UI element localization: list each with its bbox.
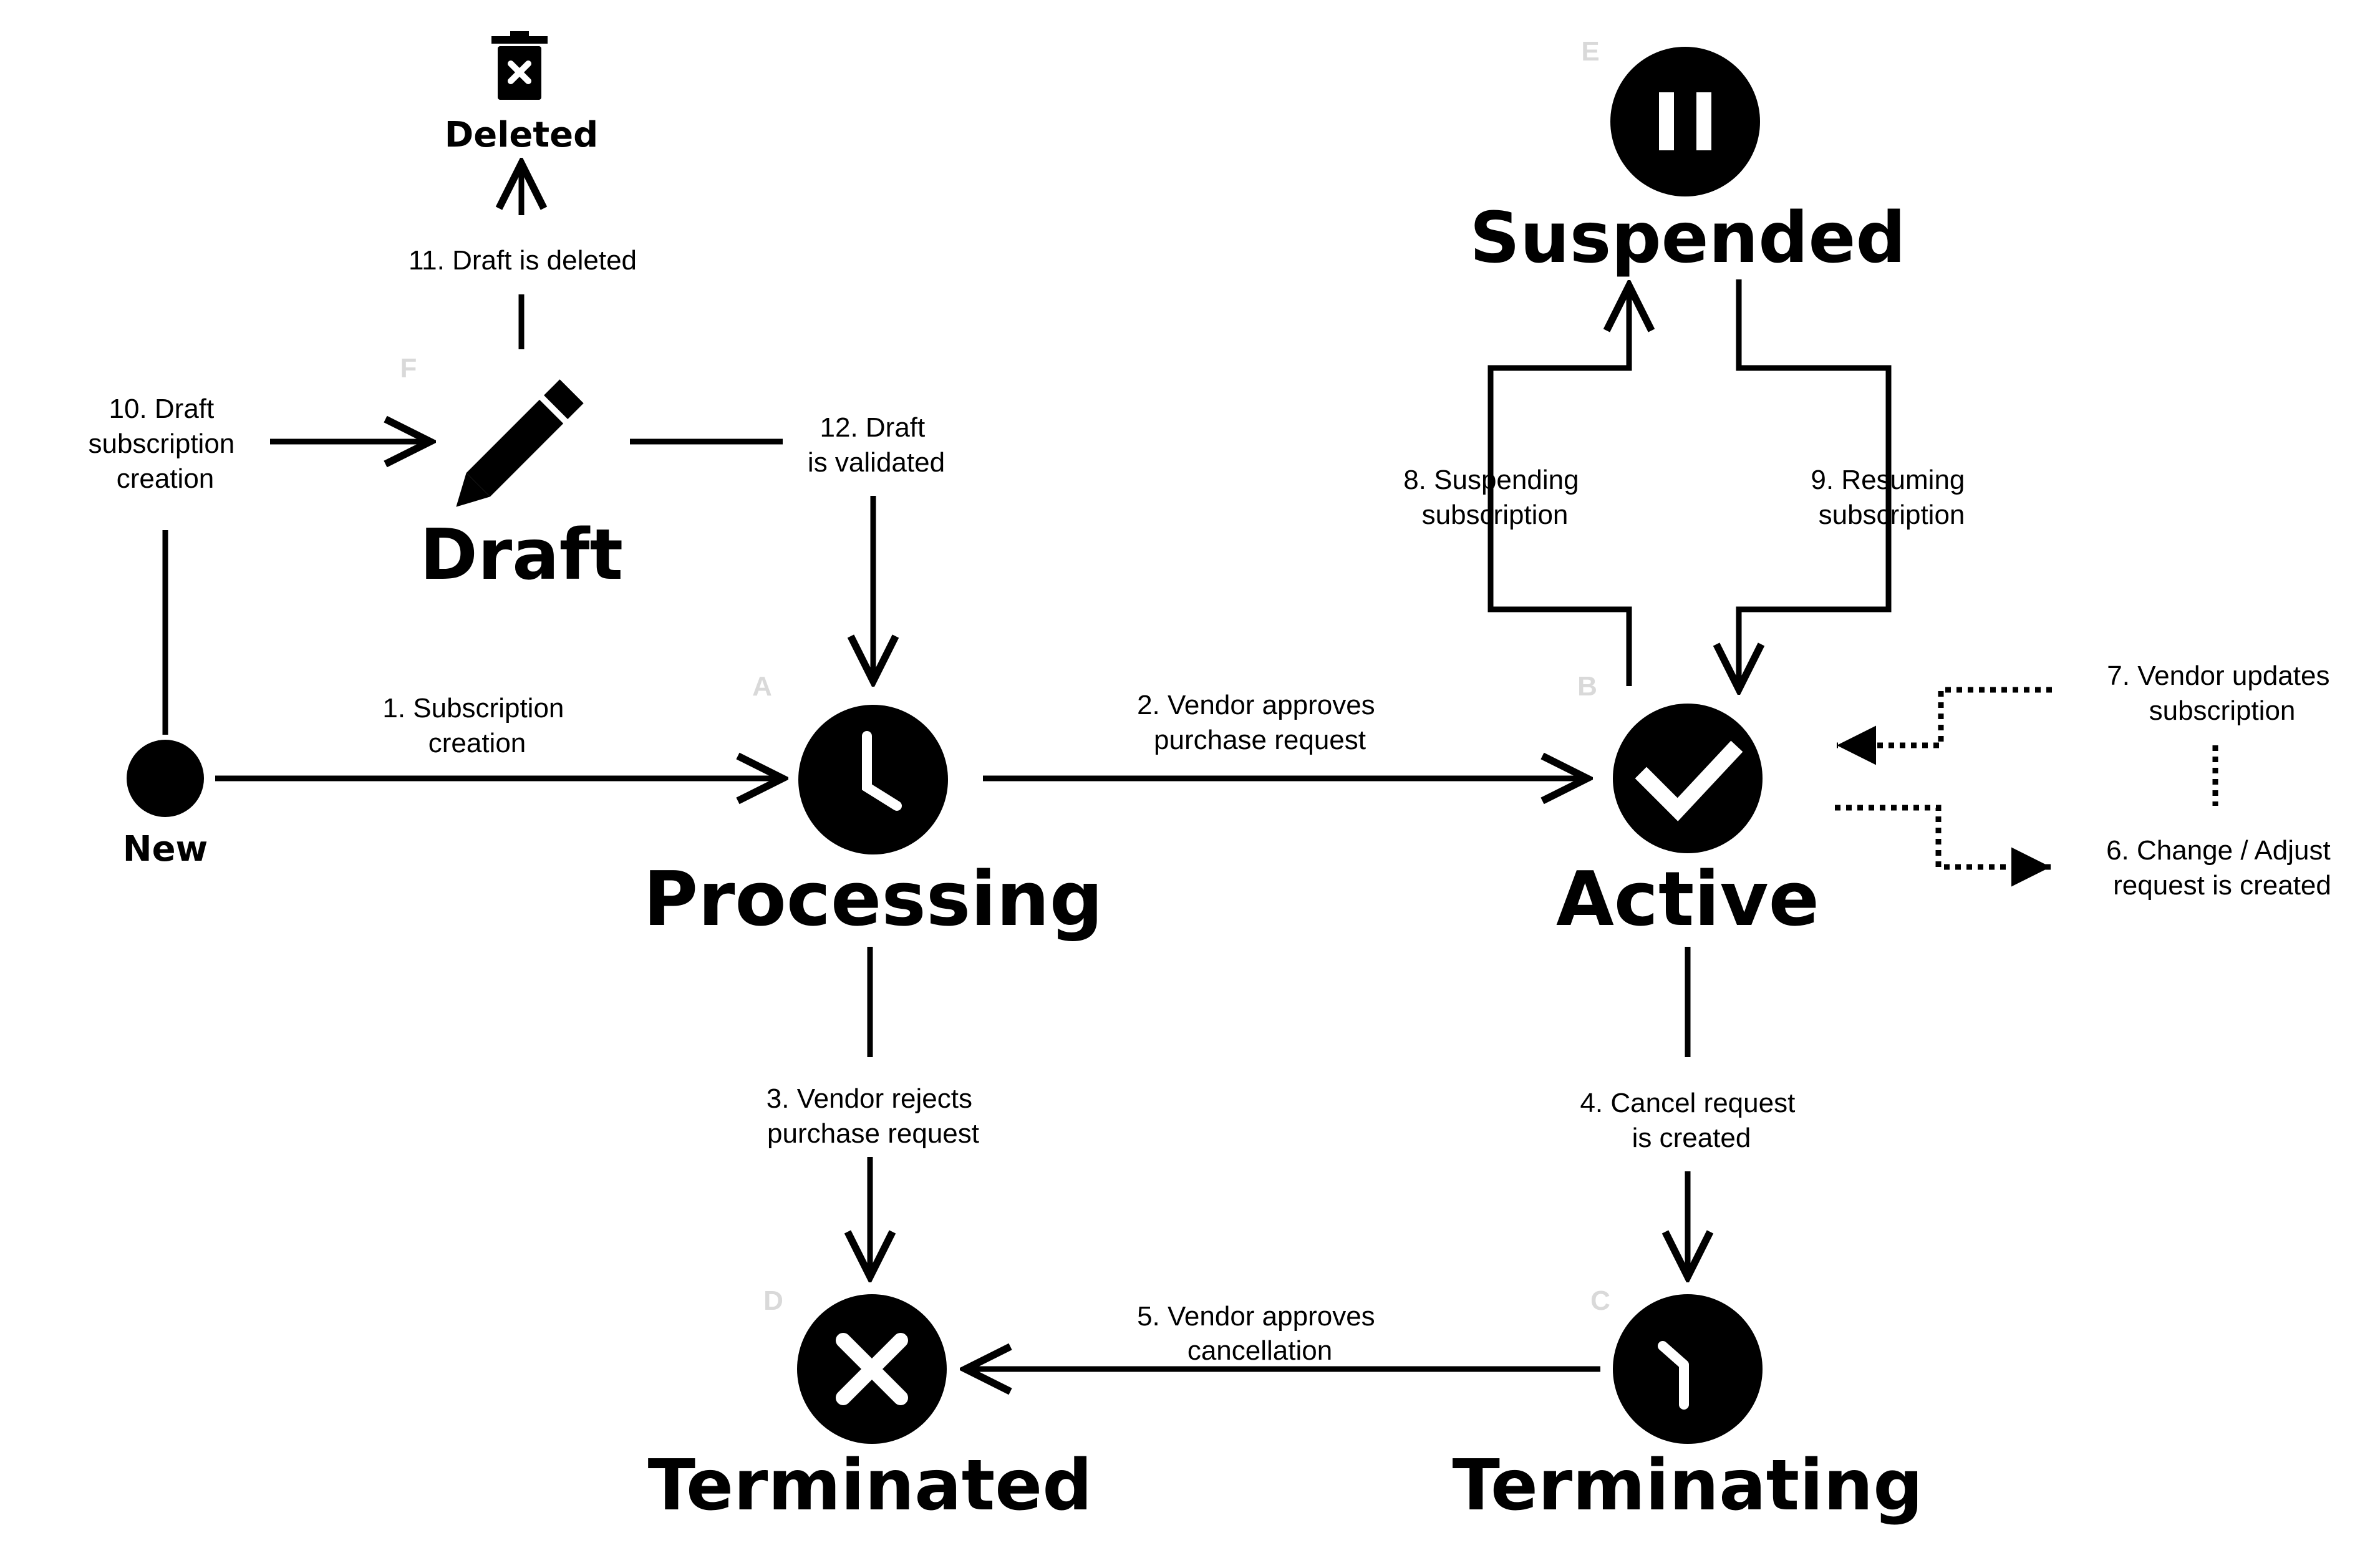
state-draft: F Draft [400,353,623,596]
edge-suspended-to-active [1739,279,1892,689]
processing-label: Processing [643,856,1103,943]
state-suspended: E Suspended [1469,36,1905,279]
trash-icon [491,31,548,100]
transition-3-label: 3. Vendor rejects purchase request [767,1083,980,1149]
transition-12-label: 12. Draft is validated [808,412,945,478]
active-letter: B [1577,671,1597,702]
state-processing: A Processing [643,671,1103,943]
transition-8-label: 8. Suspending subscription [1403,465,1587,530]
transition-6-label: 6. Change / Adjust request is created [2106,835,2338,901]
suspended-node [1610,47,1760,196]
transition-2-label: 2. Vendor approves purchase request [1137,690,1383,755]
transition-5-label: 5. Vendor approves cancellation [1137,1301,1383,1366]
state-new: New [123,740,208,869]
deleted-label: Deleted [445,115,598,155]
clock-icon [862,731,902,811]
transition-4-label: 4. Cancel request is created [1580,1088,1802,1153]
transition-11-label: 11. Draft is deleted [409,245,637,276]
edge-active-to-change-request [1835,805,2051,887]
transition-7-label: 7. Vendor updates subscription [2107,661,2337,726]
processing-letter: A [752,671,772,702]
draft-letter: F [400,353,417,384]
transition-9-label: 9. Resuming subscription [1811,465,1972,530]
checkmark-icon [1635,740,1743,821]
state-terminating: C Terminating [1453,1285,1923,1526]
terminated-letter: D [763,1285,783,1316]
new-node [127,740,204,817]
suspended-letter: E [1581,36,1599,67]
transition-10-label: 10. Draft subscription creation [88,394,242,494]
edge-vendor-update-to-active [1837,687,2052,765]
pencil-icon [456,379,584,507]
state-deleted: Deleted [445,31,598,155]
state-active: B Active [1556,671,1819,943]
active-label: Active [1556,856,1819,943]
suspended-label: Suspended [1469,198,1905,279]
x-icon [836,1333,908,1405]
clock-ending-icon [1658,1341,1689,1410]
edge-active-to-suspended [1487,286,1629,686]
terminating-letter: C [1590,1285,1610,1316]
new-label: New [123,829,208,869]
processing-node [798,705,948,854]
active-node [1613,704,1763,853]
pause-icon [1659,92,1711,150]
state-terminated: D Terminated [648,1285,1093,1526]
terminated-label: Terminated [648,1445,1093,1526]
transition-1-label: 1. Subscription creation [382,693,571,758]
terminating-label: Terminating [1453,1445,1923,1526]
draft-label: Draft [420,515,623,596]
